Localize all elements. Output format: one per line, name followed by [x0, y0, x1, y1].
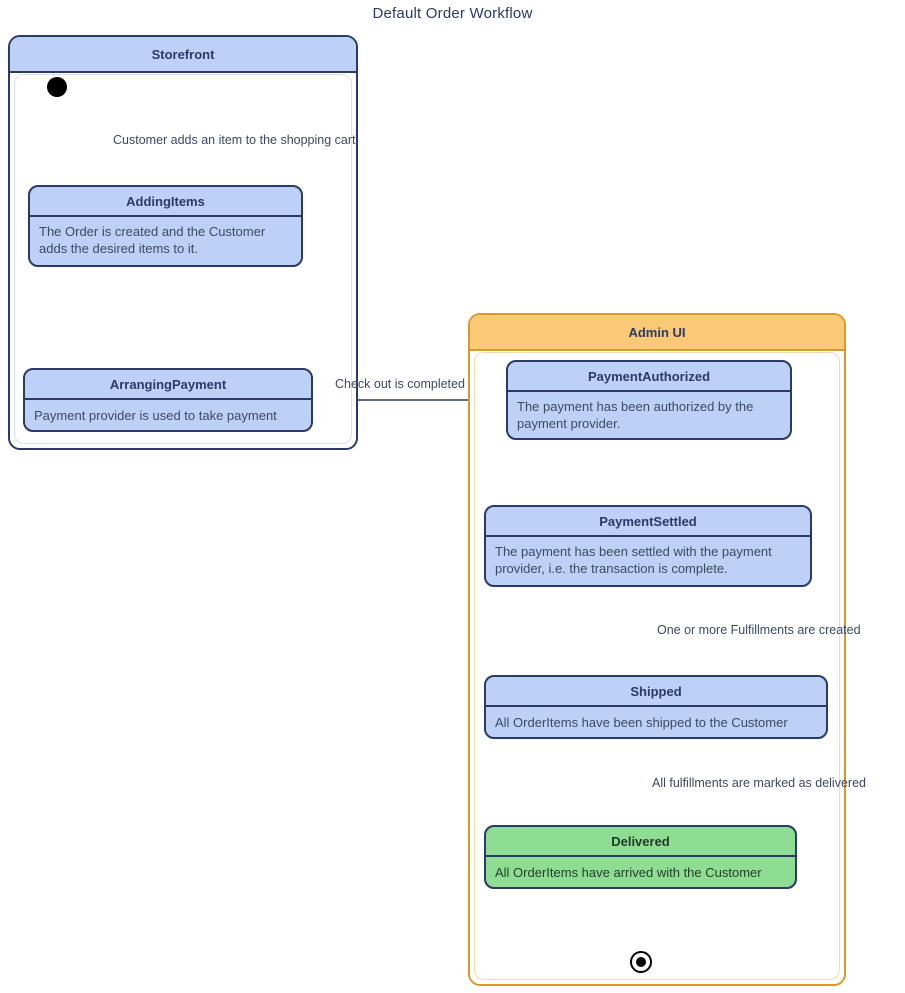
- state-paymentsettled-description: The payment has been settled with the pa…: [495, 544, 772, 576]
- state-paymentauthorized-name: PaymentAuthorized: [508, 362, 790, 392]
- edge-label-check-out-completed: Check out is completed: [335, 377, 465, 391]
- state-addingitems-description: The Order is created and the Customer ad…: [39, 224, 266, 256]
- state-paymentauthorized-description: The payment has been authorized by the p…: [517, 399, 754, 431]
- state-delivered-name: Delivered: [486, 827, 795, 857]
- state-arrangingpayment-name: ArrangingPayment: [25, 370, 311, 400]
- edge-label-customer-adds-item: Customer adds an item to the shopping ca…: [113, 133, 356, 147]
- state-paymentauthorized[interactable]: PaymentAuthorized The payment has been a…: [506, 360, 792, 440]
- state-shipped[interactable]: Shipped All OrderItems have been shipped…: [484, 675, 828, 739]
- region-adminui-title: Admin UI: [470, 315, 844, 351]
- edge-label-fulfillments-created: One or more Fulfillments are created: [657, 623, 861, 637]
- state-addingitems-name: AddingItems: [30, 187, 301, 217]
- diagram-title: Default Order Workflow: [372, 5, 533, 22]
- state-arrangingpayment[interactable]: ArrangingPayment Payment provider is use…: [23, 368, 313, 432]
- state-paymentsettled[interactable]: PaymentSettled The payment has been sett…: [484, 505, 812, 587]
- state-delivered[interactable]: Delivered All OrderItems have arrived wi…: [484, 825, 797, 889]
- state-shipped-description: All OrderItems have been shipped to the …: [495, 715, 788, 730]
- region-storefront-title: Storefront: [10, 37, 356, 73]
- state-shipped-name: Shipped: [486, 677, 826, 707]
- state-paymentsettled-name: PaymentSettled: [486, 507, 810, 537]
- state-arrangingpayment-description: Payment provider is used to take payment: [34, 408, 277, 423]
- initial-state-node: [47, 77, 67, 97]
- state-addingitems[interactable]: AddingItems The Order is created and the…: [28, 185, 303, 267]
- final-state-node: [630, 951, 652, 973]
- state-delivered-description: All OrderItems have arrived with the Cus…: [495, 865, 762, 880]
- edge-label-marked-delivered: All fulfillments are marked as delivered: [652, 776, 866, 790]
